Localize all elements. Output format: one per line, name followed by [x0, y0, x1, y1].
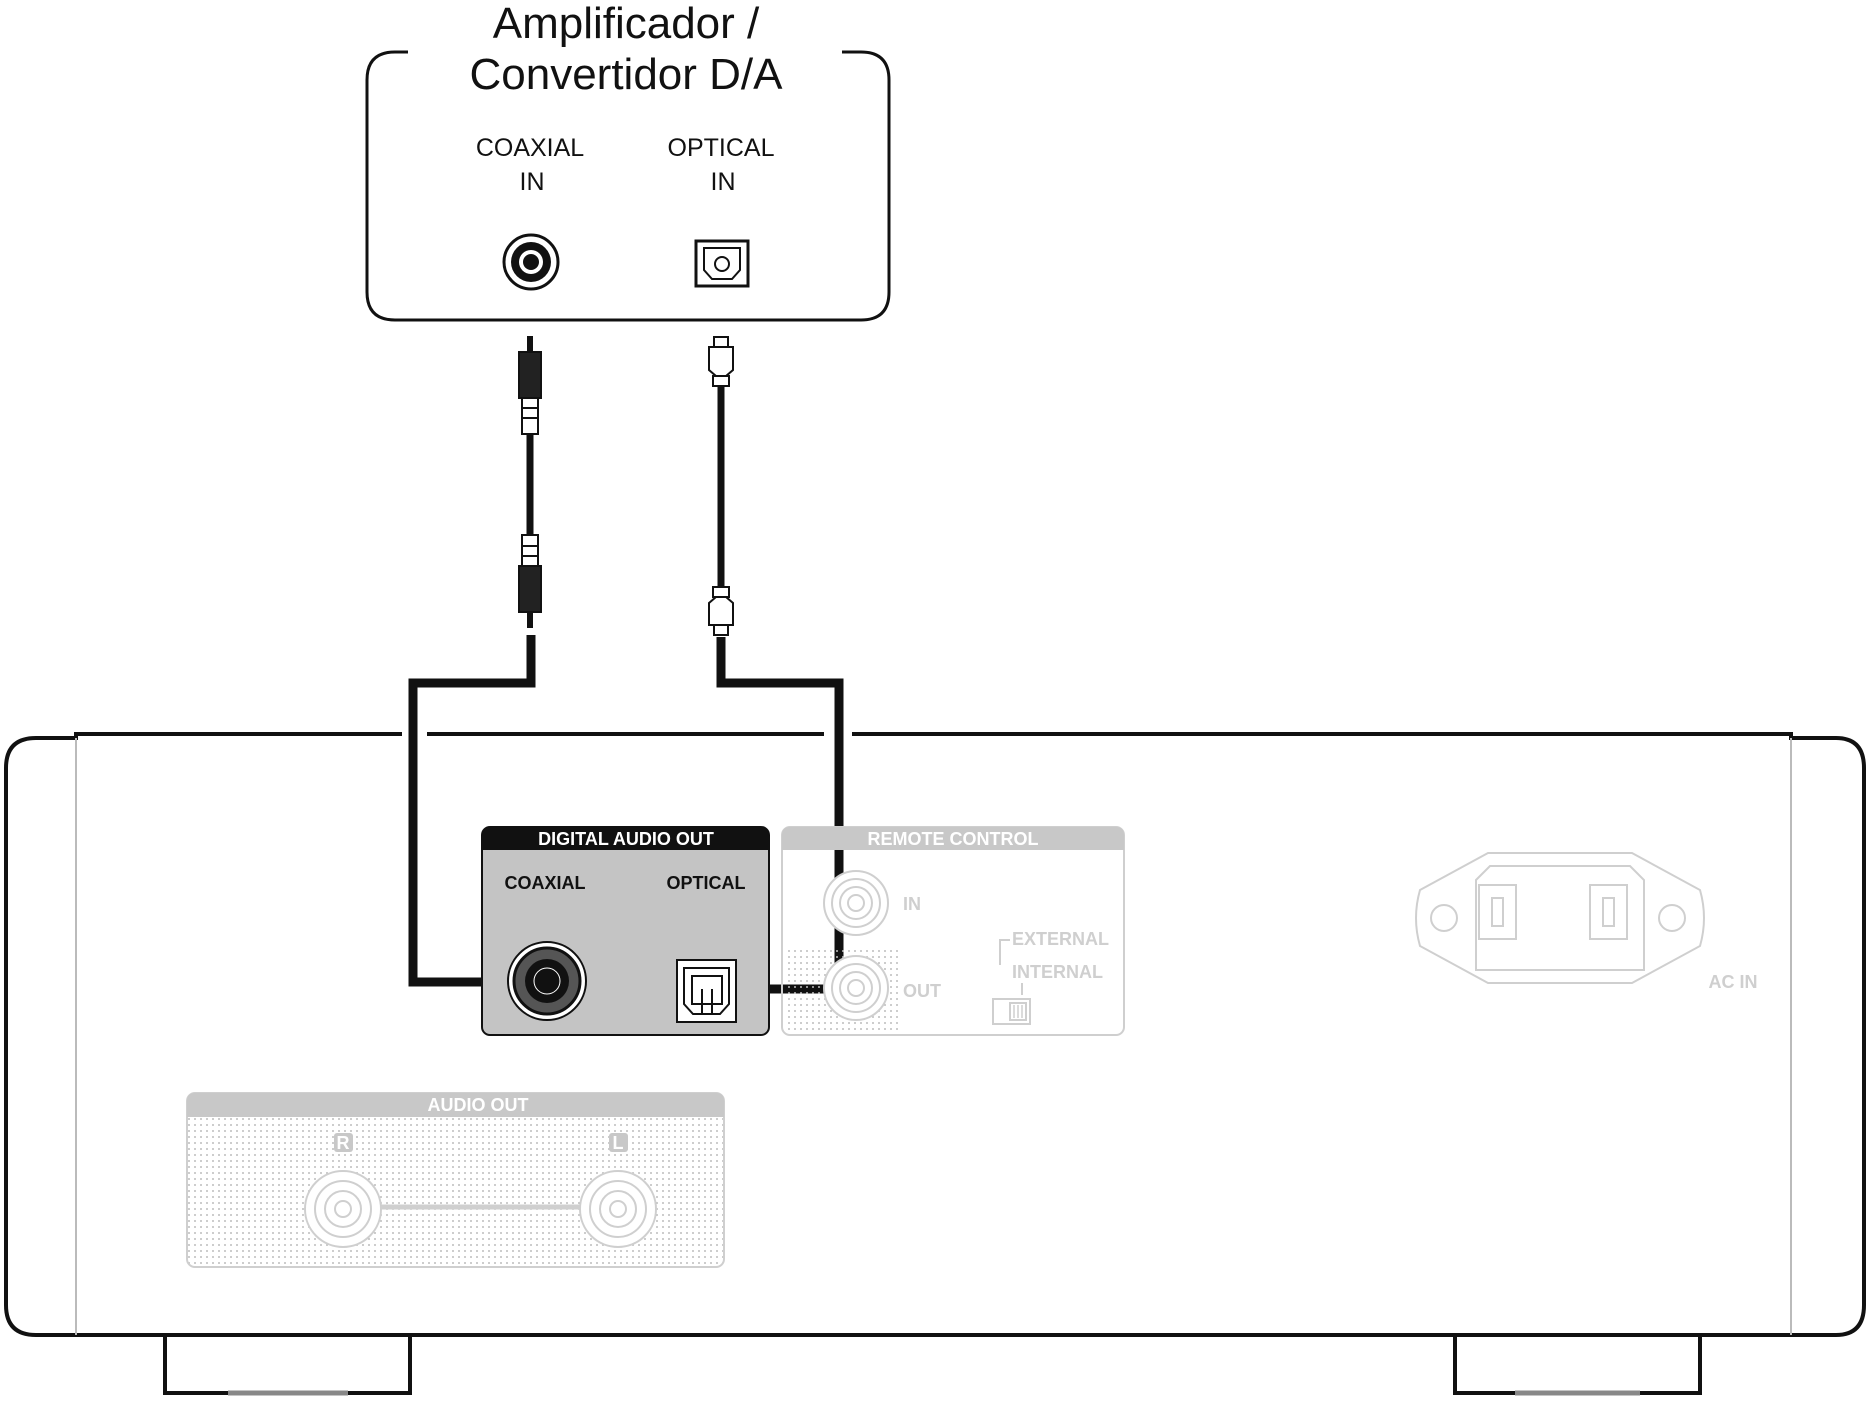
remote-in-label: IN — [903, 894, 921, 914]
audio-out-heading: AUDIO OUT — [428, 1095, 529, 1115]
ac-inlet-icon — [1415, 852, 1705, 984]
amp-optical-label: OPTICAL — [668, 134, 775, 162]
player-coaxial-label: COAXIAL — [505, 873, 586, 893]
amp-coaxial-label: COAXIAL — [476, 134, 584, 162]
remote-control-heading: REMOTE CONTROL — [868, 829, 1039, 849]
remote-out-jack-icon — [823, 955, 889, 1021]
audio-out-r-jack-icon — [304, 1170, 382, 1248]
remote-internal-label: INTERNAL — [1012, 962, 1103, 982]
amp-optical-in-label: IN — [711, 168, 736, 196]
audio-out-panel: AUDIO OUT R L — [186, 1092, 725, 1268]
digital-audio-out-heading: DIGITAL AUDIO OUT — [538, 829, 714, 849]
digital-audio-out-panel: DIGITAL AUDIO OUT COAXIAL OPTICAL — [481, 826, 770, 1036]
amplifier-box: Amplificador / Convertidor D/A COAXIAL I… — [365, 0, 891, 322]
ac-in-label: AC IN — [1709, 972, 1758, 992]
audio-out-l-jack-icon — [579, 1170, 657, 1248]
audio-out-l-label: L — [613, 1133, 624, 1153]
amplifier-title-line2: Convertidor D/A — [469, 50, 783, 99]
left-foot — [163, 1335, 412, 1396]
remote-out-label: OUT — [903, 981, 941, 1001]
player-optical-label: OPTICAL — [667, 873, 746, 893]
remote-control-panel: REMOTE CONTROL IN OUT EXTERNAL INTERNAL — [781, 826, 1125, 1036]
audio-out-r-label: R — [337, 1133, 350, 1153]
coaxial-cable — [408, 336, 546, 987]
player-optical-jack-icon — [676, 959, 737, 1023]
amplifier-title-line1: Amplificador / — [493, 0, 760, 48]
player-rear-panel — [4, 732, 1866, 1396]
remote-in-jack-icon — [823, 870, 889, 936]
remote-external-label: EXTERNAL — [1012, 929, 1109, 949]
remote-switch-icon — [992, 998, 1031, 1025]
amp-optical-jack-icon — [694, 239, 750, 288]
amp-coaxial-in-label: IN — [520, 168, 545, 196]
player-coaxial-jack-icon — [507, 941, 587, 1021]
right-foot — [1453, 1335, 1702, 1396]
amp-coaxial-jack-icon — [502, 233, 560, 291]
